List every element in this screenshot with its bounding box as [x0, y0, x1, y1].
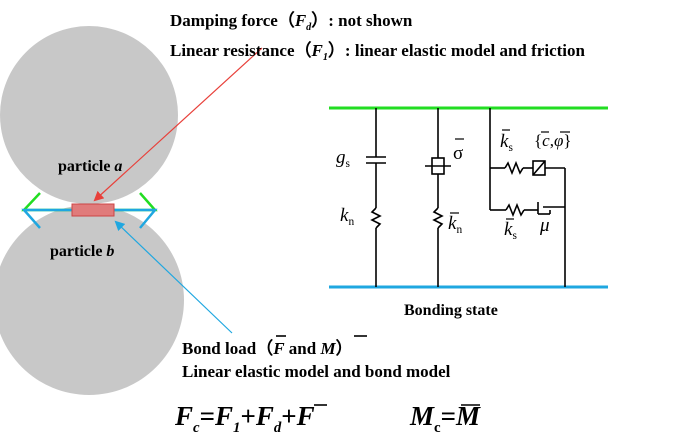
ks-top-subscript: s	[508, 142, 513, 154]
particle-a-circle	[0, 26, 178, 204]
gs-subscript: s	[345, 158, 350, 170]
c-symbol: c	[542, 131, 550, 150]
fc-plus-1: +	[240, 401, 256, 431]
linear-symbol: F	[311, 41, 323, 60]
ks-top-label: ks	[500, 131, 513, 154]
kn-bar-symbol: k	[448, 213, 457, 234]
fc-F: F	[175, 401, 194, 431]
kn-label: kn	[340, 205, 354, 228]
sigma-bar-label: σ	[453, 143, 463, 165]
bond-circuit	[329, 106, 608, 289]
bonding-state-caption: Bonding state	[404, 302, 498, 319]
linear-resistance-line: Linear resistance（F1）: linear elastic mo…	[170, 36, 585, 63]
bond-close: ）	[335, 339, 353, 358]
sigma-symbol: σ	[453, 143, 464, 164]
damping-tail: ）: not shown	[311, 11, 413, 30]
circuit-overbars	[450, 129, 570, 220]
linear-label: Linear resistance（	[170, 41, 312, 60]
damping-force-line: Damping force（Fd）: not shown	[170, 6, 412, 33]
bond-load-arrow	[114, 220, 233, 334]
damping-symbol: F	[294, 11, 307, 30]
damping-label: Damping force（	[170, 11, 295, 30]
fc-equals: =	[199, 401, 215, 431]
linear-subscript: 1	[322, 52, 328, 63]
fc-equation: Fc=F1+Fd+F	[175, 401, 315, 437]
damping-arrow	[93, 47, 263, 202]
kn-symbol: k	[340, 205, 349, 226]
ks-bottom-subscript: s	[512, 230, 517, 242]
c-phi-comma: ,	[549, 131, 554, 150]
contact-zone	[71, 203, 115, 217]
particle-a-text: particle	[58, 158, 115, 175]
particle-b-label: particle b	[50, 243, 114, 261]
fc-F-bar: F	[296, 401, 315, 431]
fc-Fd-subscript: d	[273, 420, 282, 436]
bond-model-line: Linear elastic model and bond model	[182, 362, 451, 381]
damping-subscript: d	[306, 22, 312, 33]
bond-M-symbol: M	[320, 339, 336, 358]
kn-bar-subscript: n	[456, 224, 463, 236]
particle-a-label: particle a	[58, 158, 122, 176]
ks-top-symbol: k	[500, 131, 509, 152]
particle-b-symbol: b	[106, 243, 115, 260]
phi-symbol: φ	[553, 131, 564, 150]
fc-F1: F	[215, 401, 234, 431]
gs-symbol: g	[336, 147, 346, 168]
fc-F1-subscript: 1	[233, 420, 241, 436]
bond-F-symbol: F	[273, 339, 285, 358]
fc-subscript: c	[193, 420, 200, 436]
bond-load-line: Bond load（F and M）	[182, 334, 353, 359]
c-phi-brace-open: {	[534, 131, 543, 150]
fc-Fd: F	[255, 401, 274, 431]
ks-bottom-label: ks	[504, 219, 517, 242]
c-phi-brace-close: }	[563, 131, 572, 150]
particle-b-text: particle	[50, 243, 107, 260]
equation-overbars	[276, 335, 480, 406]
mu-label: μ	[540, 215, 550, 236]
mc-M-bar: M	[456, 401, 481, 431]
kn-subscript: n	[348, 216, 355, 228]
fc-plus-2: +	[281, 401, 297, 431]
mc-equals: =	[440, 401, 456, 431]
particle-b-circle	[0, 205, 184, 395]
bond-load-label: Bond load（	[182, 339, 274, 358]
kn-bar-label: kn	[448, 213, 462, 236]
c-phi-label: {c,φ}	[534, 131, 572, 151]
bond-and: and	[284, 339, 321, 358]
gs-label: gs	[336, 147, 350, 170]
ks-bottom-symbol: k	[504, 219, 513, 240]
particle-a-symbol: a	[114, 158, 123, 175]
mc-equation: Mc=M	[410, 401, 480, 437]
mc-subscript: c	[434, 420, 441, 436]
linear-tail: ）: linear elastic model and friction	[327, 41, 585, 60]
mc-M: M	[410, 401, 435, 431]
